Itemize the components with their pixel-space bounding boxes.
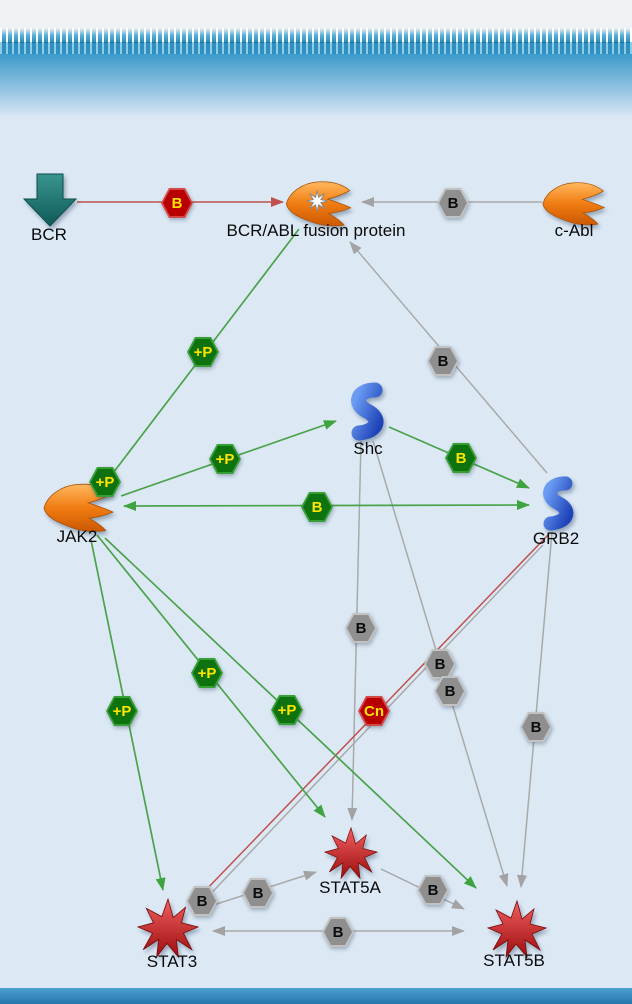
badge-cn[interactable]: Cn bbox=[358, 696, 390, 726]
label-stat5a: STAT5A bbox=[319, 878, 381, 897]
badge-binding[interactable]: B bbox=[242, 878, 274, 908]
badge-binding-green[interactable]: B bbox=[301, 492, 333, 522]
badge-binding-green[interactable]: B bbox=[445, 443, 477, 473]
membrane-gradient bbox=[0, 54, 632, 116]
badge-phosphorylation[interactable]: +P bbox=[89, 467, 121, 497]
label-stat5b: STAT5B bbox=[483, 951, 545, 970]
node-shc[interactable] bbox=[344, 381, 388, 441]
label-grb2: GRB2 bbox=[532, 529, 580, 548]
membrane-inner-leaflet bbox=[0, 42, 632, 54]
badge-binding[interactable]: B bbox=[520, 712, 552, 742]
node-grb2[interactable] bbox=[535, 475, 579, 531]
node-stat5a[interactable] bbox=[324, 824, 378, 882]
label-stat3: STAT3 bbox=[146, 952, 198, 971]
node-bcr[interactable] bbox=[23, 172, 77, 228]
node-stat5b[interactable] bbox=[487, 900, 547, 958]
label-bcr-abl: BCR/ABL fusion protein bbox=[226, 221, 406, 240]
badge-phosphorylation[interactable]: +P bbox=[106, 696, 138, 726]
badge-binding[interactable]: B bbox=[186, 886, 218, 916]
label-bcr: BCR bbox=[31, 225, 67, 244]
top-strip bbox=[0, 0, 632, 28]
badge-binding[interactable]: B bbox=[424, 649, 456, 679]
label-c-abl: c-Abl bbox=[554, 221, 594, 240]
badge-binding-red[interactable]: B bbox=[161, 188, 193, 218]
badge-binding[interactable]: B bbox=[434, 676, 466, 706]
badge-phosphorylation[interactable]: +P bbox=[187, 337, 219, 367]
badge-binding[interactable]: B bbox=[417, 875, 449, 905]
label-jak2: JAK2 bbox=[56, 527, 98, 546]
membrane-outer-leaflet bbox=[0, 28, 632, 42]
badge-phosphorylation[interactable]: +P bbox=[209, 444, 241, 474]
badge-binding[interactable]: B bbox=[427, 346, 459, 376]
badge-phosphorylation[interactable]: +P bbox=[191, 658, 223, 688]
bottom-membrane-bar bbox=[0, 988, 632, 1004]
badge-phosphorylation[interactable]: +P bbox=[271, 695, 303, 725]
edge-grb2-stat5b bbox=[517, 531, 553, 888]
mutation-star-icon bbox=[306, 190, 328, 212]
badge-binding[interactable]: B bbox=[345, 613, 377, 643]
node-c-abl[interactable] bbox=[541, 179, 607, 227]
badge-binding[interactable]: B bbox=[322, 917, 354, 947]
badge-binding[interactable]: B bbox=[437, 188, 469, 218]
node-bcr-abl-fusion-protein[interactable] bbox=[284, 179, 354, 227]
label-shc: Shc bbox=[353, 439, 383, 458]
